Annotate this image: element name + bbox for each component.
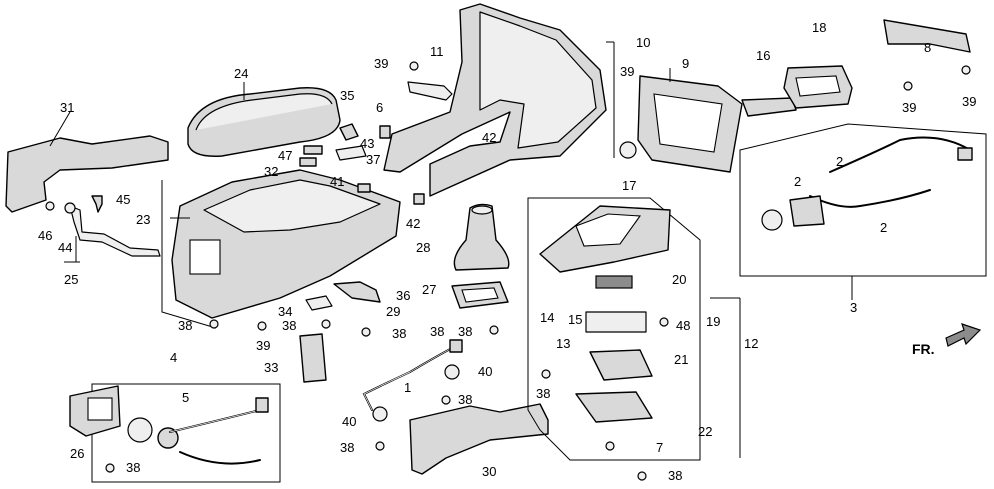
callout-41: 41 <box>330 174 344 189</box>
callout-35: 35 <box>340 88 354 103</box>
part-11-strip <box>407 61 453 101</box>
part-8-bracket <box>883 19 971 53</box>
callout-39: 39 <box>962 94 976 109</box>
callout-5: 5 <box>182 390 189 405</box>
callout-38: 38 <box>392 326 406 341</box>
part-36-29-brackets <box>305 281 381 311</box>
callout-16: 16 <box>756 48 770 63</box>
callout-30: 30 <box>482 464 496 479</box>
callout-46: 46 <box>38 228 52 243</box>
small-clips-group <box>299 123 425 205</box>
callout-39: 39 <box>620 64 634 79</box>
callout-38: 38 <box>430 324 444 339</box>
callout-19: 19 <box>706 314 720 329</box>
callout-42: 42 <box>482 130 496 145</box>
callout-10: 10 <box>636 35 650 50</box>
callout-21: 21 <box>674 352 688 367</box>
callout-13: 13 <box>556 336 570 351</box>
callout-22: 22 <box>698 424 712 439</box>
callout-38: 38 <box>536 386 550 401</box>
callout-2: 2 <box>836 154 843 169</box>
callout-25: 25 <box>64 272 78 287</box>
callout-23: 23 <box>136 212 150 227</box>
callout-40: 40 <box>342 414 356 429</box>
callout-39: 39 <box>902 100 916 115</box>
callout-42: 42 <box>406 216 420 231</box>
callout-38: 38 <box>458 324 472 339</box>
part-28-shift-boot <box>453 203 510 271</box>
part-12-shift-panel-group <box>527 197 741 461</box>
callout-39: 39 <box>256 338 270 353</box>
callout-6: 6 <box>376 100 383 115</box>
callout-38: 38 <box>178 318 192 333</box>
callout-17: 17 <box>622 178 636 193</box>
part-31-side-panel <box>5 111 169 213</box>
callout-38: 38 <box>340 440 354 455</box>
fasteners <box>105 65 971 481</box>
callout-26: 26 <box>70 446 84 461</box>
part-10-center-panel <box>383 3 615 197</box>
callout-3: 3 <box>850 300 857 315</box>
callout-38: 38 <box>668 468 682 483</box>
callout-48: 48 <box>676 318 690 333</box>
callout-34: 34 <box>278 304 292 319</box>
callout-38: 38 <box>282 318 296 333</box>
part-33-plate <box>299 333 327 383</box>
callout-38: 38 <box>458 392 472 407</box>
callout-4: 4 <box>170 350 177 365</box>
callout-33: 33 <box>264 360 278 375</box>
front-direction-indicator: FR. <box>912 323 982 357</box>
callout-28: 28 <box>416 240 430 255</box>
callout-37: 37 <box>366 152 380 167</box>
callout-27: 27 <box>422 282 436 297</box>
callout-38: 38 <box>126 460 140 475</box>
callout-1: 1 <box>404 380 411 395</box>
callout-8: 8 <box>924 40 931 55</box>
callout-45: 45 <box>116 192 130 207</box>
callout-15: 15 <box>568 312 582 327</box>
callout-2: 2 <box>880 220 887 235</box>
part-9-bezel <box>619 68 743 173</box>
callout-11: 11 <box>430 44 444 59</box>
part-1-harness <box>362 339 463 422</box>
part-27-boot-frame <box>451 281 509 309</box>
part-16-18-ashtray <box>741 65 853 117</box>
callout-9: 9 <box>682 56 689 71</box>
callout-31: 31 <box>60 100 74 115</box>
callout-29: 29 <box>386 304 400 319</box>
callout-2: 2 <box>794 174 801 189</box>
callout-24: 24 <box>234 66 248 81</box>
callout-36: 36 <box>396 288 410 303</box>
part-4-lighter-group <box>69 383 281 483</box>
callout-39: 39 <box>374 56 388 71</box>
callout-18: 18 <box>812 20 826 35</box>
part-30-lower-panel <box>409 403 549 475</box>
callout-40: 40 <box>478 364 492 379</box>
callout-12: 12 <box>744 336 758 351</box>
part-24-armrest-lid <box>187 82 341 157</box>
callout-7: 7 <box>656 440 663 455</box>
front-label: FR. <box>912 341 935 357</box>
part-3-lighter-kit <box>739 123 987 300</box>
callout-43: 43 <box>360 136 374 151</box>
callout-32: 32 <box>264 164 278 179</box>
callout-14: 14 <box>540 310 554 325</box>
callout-labels: 1 2 2 2 3 4 5 6 7 8 9 10 11 12 13 14 15 … <box>38 20 976 483</box>
callout-47: 47 <box>278 148 292 163</box>
callout-20: 20 <box>672 272 686 287</box>
callout-44: 44 <box>58 240 72 255</box>
part-25-bracket <box>45 195 161 263</box>
part-23-console-body <box>161 169 401 329</box>
